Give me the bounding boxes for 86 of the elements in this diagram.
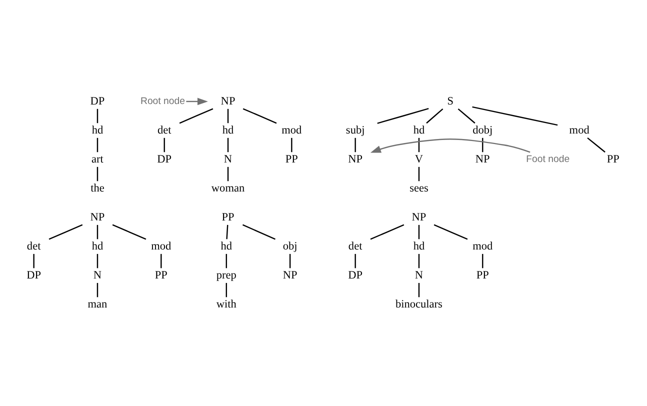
node-text: hd [413,124,425,136]
node-text: det [348,240,362,252]
connector [96,166,98,182]
connector [226,254,227,268]
connector [418,224,420,240]
node-text: subj [346,124,365,136]
connector [418,166,420,182]
node-text: woman [211,182,245,194]
connector [96,224,98,240]
connector [227,108,229,124]
node-text: S [447,95,454,108]
connector [227,166,229,182]
connector [33,254,34,268]
node-text: DP [348,270,363,282]
node-text: binoculars [396,298,442,311]
connector [482,138,484,152]
node-text: DP [157,153,172,166]
connector [354,138,356,152]
node-text: NP [90,211,105,224]
node-text: DP [26,270,42,282]
connector [482,254,484,268]
node-text: dobj [472,124,493,136]
node-text: NP [282,270,298,282]
connector [418,254,420,268]
connector [179,108,214,124]
connector [426,108,444,124]
connector [96,254,98,268]
connector [242,108,277,124]
node-text: det [157,124,172,136]
node-text: PP [606,153,620,166]
node-text: hd [220,240,232,252]
connector [289,254,291,268]
node-text: mod [569,124,590,136]
node-text: V [414,153,424,166]
connector [418,138,420,152]
node-text: Root node [140,96,186,107]
connector [354,254,356,268]
node-text: hd [413,240,425,252]
connector [242,224,276,240]
node-text: hd [92,240,104,252]
connector [226,282,227,298]
connector [418,282,420,298]
node-text: sees [410,182,428,194]
node-text: NP [412,211,426,224]
node-text: mod [282,124,302,136]
connector [96,108,98,124]
node-text: hd [92,124,104,136]
connector [434,224,468,240]
node-text: NP [348,153,363,166]
node-text: hd [222,124,234,136]
node-text: obj [282,240,298,252]
node-text: NP [220,95,236,108]
node-text: PP [476,270,489,282]
connector [291,138,292,152]
connector [370,224,404,240]
node-text: the [90,182,104,194]
connector [48,224,83,240]
connector [587,137,606,153]
connector [472,106,558,126]
connector [96,138,98,152]
node-text: PP [285,153,298,166]
node-text: DP [90,95,105,108]
arrow [186,98,208,106]
node-text: N [93,270,102,282]
connector [164,138,165,152]
node-text: man [88,298,108,311]
node-text: PP [222,211,234,224]
connector [226,224,228,240]
node-text: Foot node [526,154,570,165]
node-text: prep [216,270,236,282]
connector [227,138,229,152]
connector [160,254,162,268]
node-text: mod [151,240,172,252]
connector [377,108,429,124]
node-text: det [26,240,41,252]
connector [96,282,98,298]
node-text: with [216,298,236,311]
node-text: N [414,270,424,282]
connector [458,108,476,124]
node-text: mod [472,240,493,252]
node-text: N [224,153,232,166]
node-text: NP [475,153,490,166]
arrow [370,138,530,153]
node-text: art [92,153,104,166]
connector [112,224,146,240]
node-text: PP [154,270,168,282]
